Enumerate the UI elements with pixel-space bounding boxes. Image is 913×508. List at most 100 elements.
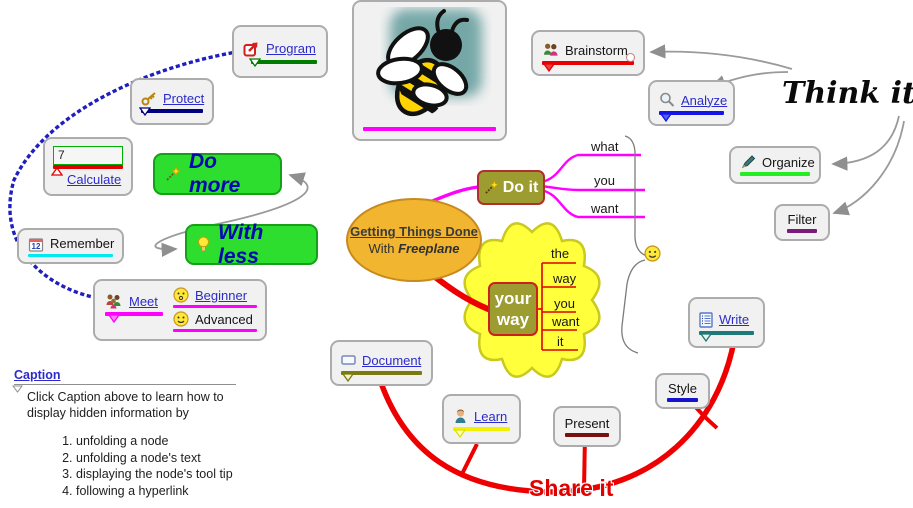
node-remember[interactable]: 12 Remember xyxy=(17,228,124,264)
dotted-connector xyxy=(8,51,233,301)
caption-list: unfolding a node unfolding a node's text… xyxy=(14,433,246,499)
node-calculate[interactable]: 7 Calculate xyxy=(43,137,133,196)
bee-image-node[interactable] xyxy=(352,0,507,141)
program-link[interactable]: Program xyxy=(266,41,316,56)
student-icon xyxy=(453,408,468,424)
group-icon xyxy=(105,293,123,309)
fold-triangle[interactable] xyxy=(543,63,555,72)
fold-triangle[interactable] xyxy=(12,385,23,393)
fold-triangle[interactable] xyxy=(660,113,672,122)
analyze-link[interactable]: Analyze xyxy=(681,92,728,108)
smiley-icon xyxy=(173,311,189,327)
protect-edge-bar xyxy=(139,107,203,116)
node-analyze[interactable]: Analyze xyxy=(648,80,735,126)
smiley-surprised-icon xyxy=(173,287,189,303)
document-link[interactable]: Document xyxy=(362,352,422,368)
summary-brace-upper xyxy=(624,135,648,257)
node-way2[interactable]: way xyxy=(553,271,577,286)
fold-triangle[interactable] xyxy=(342,372,354,382)
central-subtitle-brand: Freeplane xyxy=(398,241,460,256)
node-learn[interactable]: Learn xyxy=(442,394,521,444)
present-edge-bar xyxy=(565,433,609,437)
caption-text: Click Caption above to learn how to disp… xyxy=(27,390,224,420)
node-protect[interactable]: Protect xyxy=(130,78,214,125)
launch-arrow-icon xyxy=(243,41,260,57)
thinkit-brainstorm-arrow xyxy=(649,44,793,70)
magnifier-icon xyxy=(659,92,675,108)
summary-smiley-node[interactable] xyxy=(644,245,661,267)
beginner-link[interactable]: Beginner xyxy=(195,287,248,303)
node-program[interactable]: Program xyxy=(232,25,328,78)
magic-wand-icon xyxy=(165,166,181,182)
node-your-way[interactable]: your way xyxy=(488,282,538,336)
analyze-edge-bar xyxy=(659,111,724,122)
filter-label: Filter xyxy=(787,212,817,228)
edge-doit-what xyxy=(540,153,641,184)
frame-icon xyxy=(341,355,356,365)
lightbulb-icon xyxy=(197,236,210,253)
smiley-icon xyxy=(644,245,661,262)
your-way-line1: your xyxy=(494,289,532,308)
calculate-link[interactable]: Calculate xyxy=(67,172,122,187)
node-present[interactable]: Present xyxy=(553,406,621,447)
caption-divider xyxy=(14,384,236,385)
document-edge-bar xyxy=(341,370,422,382)
learn-link[interactable]: Learn xyxy=(474,408,508,424)
write-edge-bar xyxy=(699,330,754,342)
fold-triangle[interactable] xyxy=(249,57,261,67)
node-with-less[interactable]: With less xyxy=(185,221,318,268)
brainstorm-edge-bar xyxy=(542,61,634,72)
organize-edge-bar xyxy=(740,172,810,176)
fold-triangle[interactable] xyxy=(139,107,151,116)
meet-link[interactable]: Meet xyxy=(129,293,158,309)
magic-wand-icon xyxy=(484,180,499,195)
advanced-label: Advanced xyxy=(195,311,253,327)
node-do-it[interactable]: Do it xyxy=(477,170,545,205)
node-organize[interactable]: Organize xyxy=(729,146,821,184)
summary-brace-lower xyxy=(621,259,646,354)
node-filter[interactable]: Filter xyxy=(774,204,830,241)
your-way-line2: way xyxy=(496,310,530,329)
node-do-more[interactable]: Do more xyxy=(153,150,282,197)
node-write[interactable]: Write xyxy=(688,297,765,348)
do-it-label: Do it xyxy=(502,178,539,196)
caption-list-item: unfolding a node's text xyxy=(76,450,246,466)
do-more-label: Do more xyxy=(189,150,241,197)
share-branch-learn xyxy=(460,443,479,475)
node-want[interactable]: want xyxy=(591,201,619,216)
node-meet-group[interactable]: Meet Beginner xyxy=(93,279,267,341)
warning-triangle-icon[interactable] xyxy=(51,167,63,176)
write-link[interactable]: Write xyxy=(719,312,750,327)
key-icon xyxy=(141,91,157,106)
meet-edge-bar xyxy=(105,312,163,323)
brainstorm-label: Brainstorm xyxy=(565,42,628,58)
learn-edge-bar xyxy=(453,427,510,438)
node-want2[interactable]: want xyxy=(552,314,580,329)
node-brainstorm[interactable]: Brainstorm xyxy=(531,30,645,76)
program-edge-bar xyxy=(249,57,317,67)
central-node[interactable]: Getting Things Done With Freeplane xyxy=(346,198,482,282)
think-it-text: Think it xyxy=(782,76,913,111)
edge-doit-you xyxy=(540,184,645,192)
node-document[interactable]: Document xyxy=(330,340,433,386)
protect-link[interactable]: Protect xyxy=(163,91,205,106)
node-the2[interactable]: the xyxy=(551,246,570,261)
fold-triangle[interactable] xyxy=(454,429,466,438)
node-style[interactable]: Style xyxy=(655,373,710,409)
node-what[interactable]: what xyxy=(591,139,619,154)
node-you2[interactable]: you xyxy=(554,296,575,311)
caption-list-item: unfolding a node xyxy=(76,433,246,449)
beginner-edge-bar xyxy=(173,305,257,308)
people-icon xyxy=(542,42,559,58)
caption-block: Caption Click Caption above to learn how… xyxy=(12,368,246,499)
calculate-value-field[interactable]: 7 xyxy=(53,146,123,165)
fold-triangle[interactable] xyxy=(700,332,712,342)
node-it2[interactable]: it xyxy=(557,334,564,349)
central-title-link[interactable]: Getting Things Done xyxy=(350,224,478,239)
fold-triangle[interactable] xyxy=(108,314,120,323)
caption-link[interactable]: Caption xyxy=(14,368,61,382)
node-you[interactable]: you xyxy=(594,173,615,188)
caption-list-item: following a hyperlink xyxy=(76,483,246,499)
calendar-day-text: 12 xyxy=(32,242,41,251)
